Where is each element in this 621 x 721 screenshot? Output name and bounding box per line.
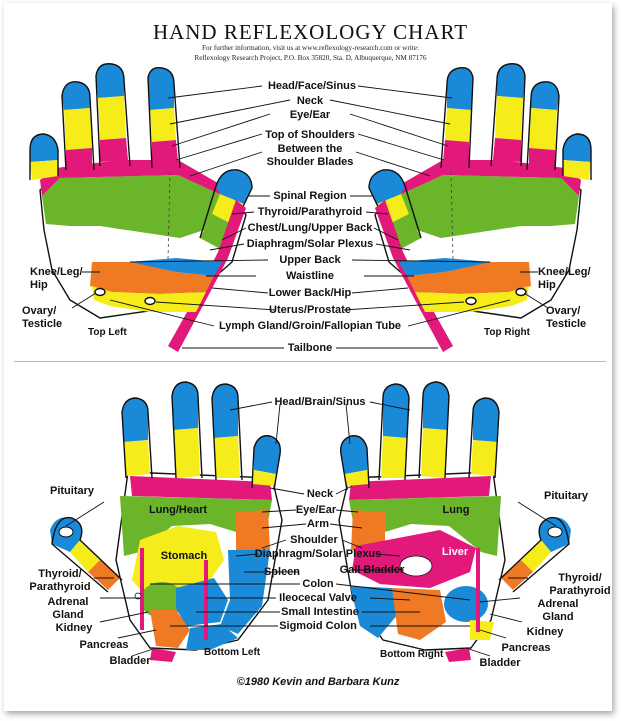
top-left-hand <box>29 63 253 352</box>
label-knee-leg-hip-right: Knee/Leg/ Hip <box>538 266 591 291</box>
label-lymph-gland: Lymph Gland/Groin/Fallopian Tube <box>218 320 402 332</box>
caption-top-left: Top Left <box>88 327 127 338</box>
label-between-the: Between the <box>277 143 343 155</box>
label-ovary-testicle-left: Ovary/ Testicle <box>22 305 63 330</box>
label-small-intestine: Small Intestine <box>281 606 359 618</box>
label-sigmoid-colon: Sigmoid Colon <box>279 620 357 632</box>
label-waistline: Waistline <box>286 270 334 282</box>
label-eye-ear-top: Eye/Ear <box>289 109 331 121</box>
label-thyroid-parathyroid-top: Thyroid/Parathyroid <box>257 206 363 218</box>
top-leader-lines <box>71 85 549 349</box>
caption-bottom-right: Bottom Right <box>380 649 444 660</box>
caption-bottom-left: Bottom Left <box>204 647 261 658</box>
top-left-fingers <box>29 63 253 251</box>
label-kidney-right: Kidney <box>526 626 564 638</box>
label-tailbone: Tailbone <box>287 342 333 354</box>
label-pituitary-left: Pituitary <box>49 485 95 497</box>
label-diaphragm-solar-plexus-bottom: Diaphragm/Solar Plexus <box>254 548 382 560</box>
label-arm: Arm <box>306 518 330 530</box>
label-bladder-right: Bladder <box>479 657 521 669</box>
label-ileocecal-valve: Ileocecal Valve <box>279 592 357 604</box>
label-lung-heart: Lung/Heart <box>148 504 208 516</box>
label-pancreas-right: Pancreas <box>501 642 551 654</box>
label-stomach: Stomach <box>160 550 208 562</box>
label-spinal-region: Spinal Region <box>273 190 347 202</box>
label-head-brain-sinus: Head/Brain/Sinus <box>274 396 366 408</box>
bottom-left-hand <box>50 381 283 662</box>
label-knee-leg-hip-left: Knee/Leg/ Hip <box>30 266 83 291</box>
label-gall-bladder: Gall Bladder <box>339 564 405 576</box>
bottom-leader-lines <box>65 401 557 657</box>
chart-title: HAND REFLEXOLOGY CHART <box>152 20 469 44</box>
label-upper-back: Upper Back <box>279 254 341 266</box>
label-bladder-left: Bladder <box>109 655 151 667</box>
label-thyroid-parathyroid-right: Thyroid/ Parathyroid <box>549 572 611 597</box>
label-head-face-sinus: Head/Face/Sinus <box>267 80 357 92</box>
label-uterus-prostate: Uterus/Prostate <box>269 304 351 316</box>
label-pancreas-left: Pancreas <box>79 639 129 651</box>
label-top-of-shoulders: Top of Shoulders <box>265 129 355 141</box>
label-lower-back-hip: Lower Back/Hip <box>268 287 352 299</box>
label-neck-bottom: Neck <box>306 488 334 500</box>
label-shoulder-blades: Shoulder Blades <box>266 156 354 168</box>
label-liver: Liver <box>441 546 469 558</box>
address-line: Reflexology Research Project, P.O. Box 3… <box>194 54 427 62</box>
top-right-hand <box>368 63 592 352</box>
label-colon: Colon <box>302 578 334 590</box>
info-line: For further information, visit us at www… <box>202 44 419 52</box>
label-neck-top: Neck <box>296 95 324 107</box>
label-shoulder: Shoulder <box>290 534 338 546</box>
bottom-right-hand <box>338 381 571 662</box>
label-adrenal-gland-right: Adrenal Gland <box>537 598 579 623</box>
label-diaphragm-solar-plexus-top: Diaphragm/Solar Plexus <box>246 238 374 250</box>
label-ovary-testicle-right: Ovary/ Testicle <box>546 305 587 330</box>
label-chest-lung-upper-back: Chest/Lung/Upper Back <box>247 222 373 234</box>
label-eye-ear-bottom: Eye/Ear <box>295 504 337 516</box>
label-spleen: Spleen <box>263 566 301 578</box>
section-divider <box>14 361 606 362</box>
label-kidney-left: Kidney <box>55 622 93 634</box>
label-adrenal-gland-left: Adrenal Gland <box>47 596 89 621</box>
label-thyroid-parathyroid-left: Thyroid/ Parathyroid <box>29 568 91 593</box>
copyright: ©1980 Kevin and Barbara Kunz <box>236 676 400 688</box>
caption-top-right: Top Right <box>484 327 530 338</box>
label-lung: Lung <box>442 504 470 516</box>
label-pituitary-right: Pituitary <box>543 490 589 502</box>
